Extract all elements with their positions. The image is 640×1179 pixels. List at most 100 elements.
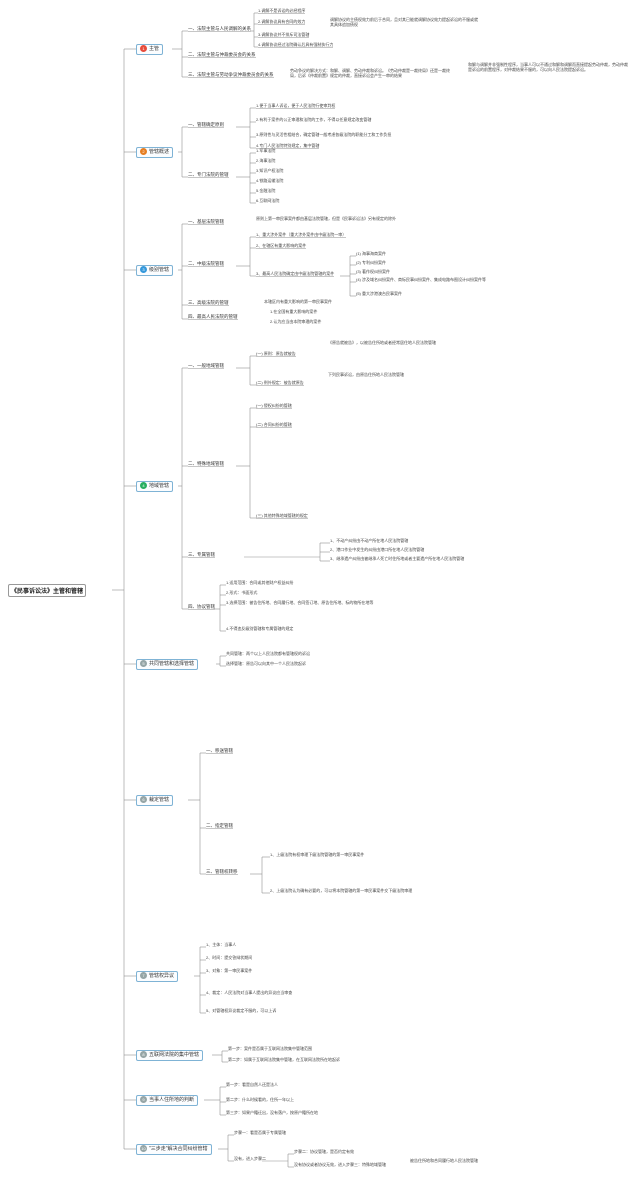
jibie-b2: 2、在辖区有重大影响的案件 — [256, 243, 307, 249]
diyu-a1: (一) 原则：原告就被告 — [256, 351, 296, 357]
zhuguan-c: 三、法院主管与劳动争议仲裁委员会的关系 — [188, 72, 274, 78]
sanbu-b: 没有，进入步骤二 — [234, 1156, 266, 1161]
jibie-c-note: 本辖区内有重大影响的第一审民事案件 — [264, 299, 332, 304]
jibie-c: 三、高级法院的管辖 — [188, 300, 229, 306]
diyu-c3: 3、继承遗产纠纷由被继承人死亡时住所地或者主要遗产所在地人民法院管辖 — [330, 556, 465, 561]
diyu-a1-note: 《原告就被告》，以被告住所地或者经常居住地人民法院管辖 — [328, 340, 436, 345]
zhuguan-b: 二、法院主管与仲裁委员会的关系 — [188, 52, 256, 58]
branch-label: 主管 — [149, 46, 160, 52]
number-badge: 10 — [140, 1145, 147, 1152]
jibie-b3e: (5) 重大涉港澳台民事案件 — [356, 291, 402, 296]
hulianwang-a: 第一步：案件是否属于互联网法院集中管辖范围 — [228, 1046, 312, 1051]
yiyi-d: 4、裁定：人民法院对当事人提出的异议应当审查 — [206, 990, 293, 995]
gaishu-a3: 3.原则性与灵活性相结合，确定管辖一般考虑各级法院的职能分工和工作负担 — [256, 132, 392, 137]
branch-label: 五联网法院的集中管辖 — [149, 1052, 200, 1058]
branch-label: 级别管辖 — [149, 267, 170, 273]
number-badge: 8 — [140, 1051, 147, 1058]
number-badge: 3 — [140, 266, 147, 273]
number-badge: 9 — [140, 1096, 147, 1103]
root-node: 《民事诉讼法》主管和管辖 — [8, 584, 87, 597]
diyu-c1: 1、不动产纠纷由不动产所在地人民法院管辖 — [330, 538, 409, 543]
gaishu-b: 二、专门法院的管辖 — [188, 172, 229, 178]
yiyi-e: 5、对管辖权异议裁定不服的，可以上诉 — [206, 1008, 277, 1013]
gaishu-b5: 5.金融法院 — [256, 188, 276, 193]
caiding-c1: 1、上级法院有权审理下级法院管辖的第一审民事案件 — [270, 852, 365, 857]
jibie-b3d: (4) 涉及域名纠纷案件、商标民事纠纷案件、集成电路布图设计纠纷案件等 — [356, 277, 486, 282]
sanbu-b3: 被告住所地和合同履行地人民法院管辖 — [410, 1158, 478, 1163]
jibie-d1: 1.在全国有重大影响的案件 — [270, 309, 318, 314]
zhuguan-a2-note: 调解协议的主债权效力前后于合同，且对其已能就调解协议效力提起诉讼的不服或就其具体… — [330, 17, 478, 27]
jibie-b1: 1、重大涉外案件（重大涉外案件由中级法院一审） — [256, 232, 347, 238]
branch-label: 地域管辖 — [149, 483, 170, 489]
jibie-d: 四、最高人民法院的管辖 — [188, 314, 238, 320]
gaishu-a: 一、管辖确定原则 — [188, 122, 224, 128]
number-badge: 6 — [140, 796, 147, 803]
jibie-b3b: (2) 专利纠纷案件 — [356, 260, 386, 265]
branch-label: 裁定管辖 — [149, 797, 170, 803]
jibie-d2: 2.认为应当由本院审理的案件 — [270, 319, 322, 324]
caiding-c2: 2、上级法院认为确有必要的，可以将本院管辖的第一审民事案件交下级法院审理 — [270, 888, 413, 893]
branch-10[interactable]: 10"三步走"解决合同纠纷管辖 — [136, 1144, 212, 1155]
branch-label: 管辖权异议 — [149, 973, 175, 979]
jibie-b: 二、中级法院管辖 — [188, 261, 224, 267]
jibie-a: 一、基层法院管辖 — [188, 219, 224, 225]
zhuguan-a: 一、法院主管与人民调解的关系 — [188, 26, 251, 32]
sanbu-b2: 没有协议或者协议无效，进入步骤三：特殊地域管辖 — [294, 1162, 386, 1167]
gaishu-b2: 2.海事法院 — [256, 158, 276, 163]
branch-label: 当事人住所地的判断 — [149, 1097, 195, 1103]
diyu-d1: 1.适用范围：合同或其他财产权益纠纷 — [226, 580, 294, 585]
gaishu-b1: 1.军事法院 — [256, 148, 276, 153]
zhusuo-b: 第二步：什么时候看的，住所一年以上 — [226, 1097, 294, 1102]
diyu-d: 四、协议管辖 — [188, 604, 215, 610]
zhusuo-c: 第三步：如果户籍迁出，没有落户，按原户籍所在地 — [226, 1110, 318, 1115]
caiding-c: 三、管辖权转移 — [206, 869, 238, 875]
sanbu-a: 步骤一：看是否属于专属管辖 — [234, 1130, 286, 1135]
yiyi-b: 2、时间：提交答辩状期间 — [206, 955, 253, 960]
gaishu-b4: 4.铁路运输法院 — [256, 178, 284, 183]
diyu-b: 二、特殊地域管辖 — [188, 461, 224, 467]
number-badge: 1 — [140, 45, 147, 52]
zhuguan-a4: 4.调解协议经过法院确认后具有强制执行力 — [258, 42, 334, 48]
gaishu-b6: 6.互联网法院 — [256, 198, 280, 203]
branch-label: "三步走"解决合同纠纷管辖 — [149, 1146, 208, 1152]
yiyi-c: 3、对象：第一审民事案件 — [206, 968, 253, 973]
number-badge: 4 — [140, 482, 147, 489]
zhuguan-a1: 1.调解不是诉讼的必经程序 — [258, 8, 306, 14]
sanbu-b1: 步骤二：协议管辖，是否约定有效 — [294, 1149, 354, 1154]
hulianwang-b: 第二步：如属于互联网法院集中管辖，在互联网法院所在地起诉 — [228, 1057, 340, 1062]
zhusuo-a: 第一步：看是自然人还是法人 — [226, 1082, 278, 1087]
branch-label: 管辖概述 — [149, 149, 170, 155]
number-badge: 2 — [140, 148, 147, 155]
diyu-b2: (二) 合同纠纷的管辖 — [256, 422, 292, 428]
gaishu-a1: 1.便于当事人诉讼，便于人民法院行使审判权 — [256, 103, 336, 109]
gaishu-b3: 3.知识产权法院 — [256, 168, 284, 173]
caiding-b: 二、指定管辖 — [206, 823, 233, 829]
yiyi-a: 1、主体：当事人 — [206, 942, 237, 947]
diyu-d4: 4.不得违反级别管辖和专属管辖的规定 — [226, 626, 294, 631]
diyu-a2-note: 下列民事诉讼，由原告住所地人民法院管辖 — [328, 372, 404, 377]
jibie-a-note: 原则上第一审民事案件都由基层法院管辖，但是《民事诉讼法》另有规定的除外 — [256, 216, 396, 221]
zhuguan-c-note: 劳动争议的解决方式：和解、调解、劳动仲裁和诉讼。《劳动仲裁是一裁终局》还是一裁终… — [290, 68, 450, 78]
caiding-a: 一、移送管辖 — [206, 748, 233, 754]
jibie-b3a: (1) 海事海商案件 — [356, 251, 386, 256]
branch-label: 共同管辖和选择管辖 — [149, 661, 195, 667]
zhuguan-a2: 2.调解协议具有合同的效力 — [258, 19, 306, 25]
gongtong-a: 共同管辖：两个以上人民法院都有管辖权的诉讼 — [226, 651, 310, 656]
jibie-b3: 3、最高人民法院确定由中级法院管辖的案件 — [256, 271, 335, 277]
diyu-c: 三、专属管辖 — [188, 552, 215, 558]
diyu-a2: (二) 例外规定：被告就原告 — [256, 380, 304, 386]
diyu-c2: 2、港口作业中发生的纠纷由港口所在地人民法院管辖 — [330, 547, 425, 552]
number-badge: 5 — [140, 660, 147, 667]
gaishu-a4: 4.专门人民法院特别规定，集中管辖 — [256, 143, 320, 149]
